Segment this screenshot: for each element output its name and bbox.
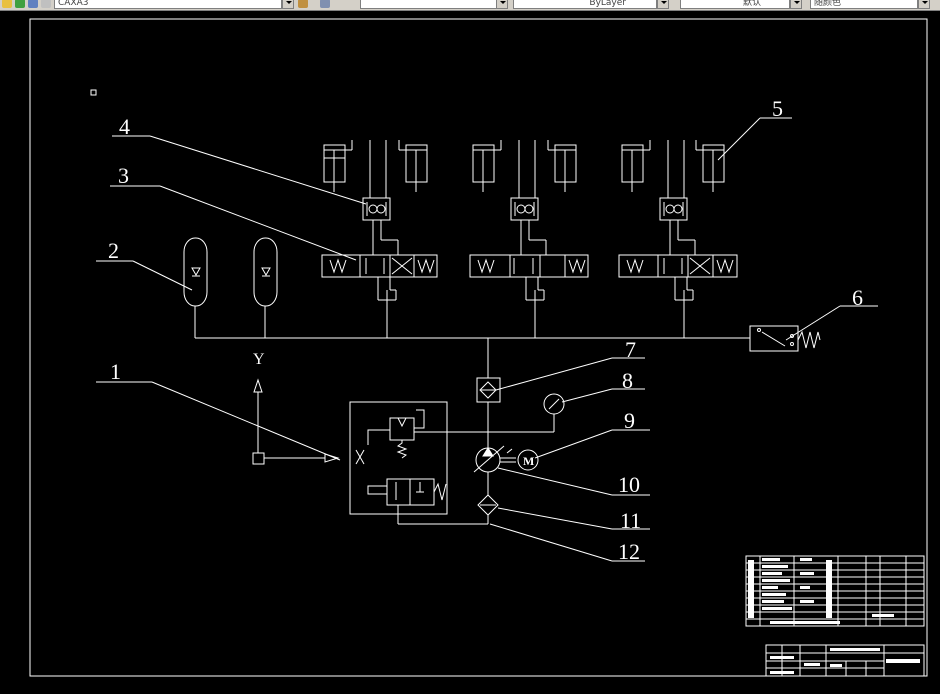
pressure-gauge [488, 393, 565, 433]
canvas-background [0, 11, 940, 694]
drawing-border [29, 18, 928, 677]
layer-dropdown-arrow[interactable] [282, 0, 294, 9]
callout-9: 9 [624, 408, 635, 433]
callout-11: 11 [620, 508, 641, 533]
layer-state-icon[interactable] [2, 0, 12, 8]
relief-valve-unit [349, 401, 488, 524]
drawing-canvas[interactable]: 1 2 3 4 5 6 7 8 9 10 11 12 Y M [0, 11, 940, 694]
title-block [765, 644, 925, 677]
callout-3: 3 [118, 163, 129, 188]
hydraulic-lock-valves [362, 197, 696, 255]
plotstyle-select[interactable]: 随颜色 [810, 0, 918, 9]
callout-4: 4 [119, 114, 130, 139]
callout-7: 7 [625, 337, 636, 362]
callout-10: 10 [618, 472, 640, 497]
lineweight-dropdown-arrow[interactable] [790, 0, 802, 9]
layer-select-value: CAXA3 [58, 0, 89, 8]
layer-select[interactable]: CAXA3 [54, 0, 282, 9]
plotstyle-dropdown-arrow[interactable] [918, 0, 930, 9]
linetype-select-value: ByLayer [589, 0, 626, 8]
callout-2: 2 [108, 238, 119, 263]
pressure-switch [749, 325, 821, 352]
parts-list-table [745, 555, 925, 627]
motor-label: M [523, 454, 534, 468]
ucs-y-label: Y [253, 351, 265, 368]
linetype-select[interactable]: ByLayer [513, 0, 657, 9]
lineweight-select-value: 默认 [742, 0, 761, 8]
directional-valves [321, 254, 738, 338]
cylinder-group-3 [621, 140, 725, 198]
accumulators [183, 237, 278, 338]
color-select[interactable] [360, 0, 498, 9]
layer-lock-icon[interactable] [41, 0, 51, 8]
lineweight-select[interactable]: 默认 [680, 0, 790, 9]
ucs-marker [90, 89, 97, 96]
layer-previous-icon[interactable] [320, 0, 330, 8]
filter [398, 472, 499, 525]
layer-freeze-icon[interactable] [28, 0, 38, 8]
table-text-blocks [748, 558, 920, 674]
cylinder-group-2 [472, 140, 577, 198]
layer-on-icon[interactable] [15, 0, 25, 8]
make-current-layer-icon[interactable] [298, 0, 308, 8]
linetype-dropdown-arrow[interactable] [657, 0, 669, 9]
properties-toolbar: CAXA3 ByLayer 默认 随颜色 [0, 0, 940, 11]
callout-8: 8 [622, 368, 633, 393]
electric-motor [517, 449, 539, 471]
callout-1: 1 [110, 359, 121, 384]
cylinder-group-1 [323, 140, 428, 198]
callout-12: 12 [618, 539, 640, 564]
callout-5: 5 [772, 96, 783, 121]
callout-labels: 1 2 3 4 5 6 7 8 9 10 11 12 [108, 96, 863, 564]
color-dropdown-arrow[interactable] [496, 0, 508, 9]
callout-6: 6 [852, 285, 863, 310]
leader-lines [96, 117, 878, 562]
plotstyle-select-value: 随颜色 [814, 0, 842, 8]
